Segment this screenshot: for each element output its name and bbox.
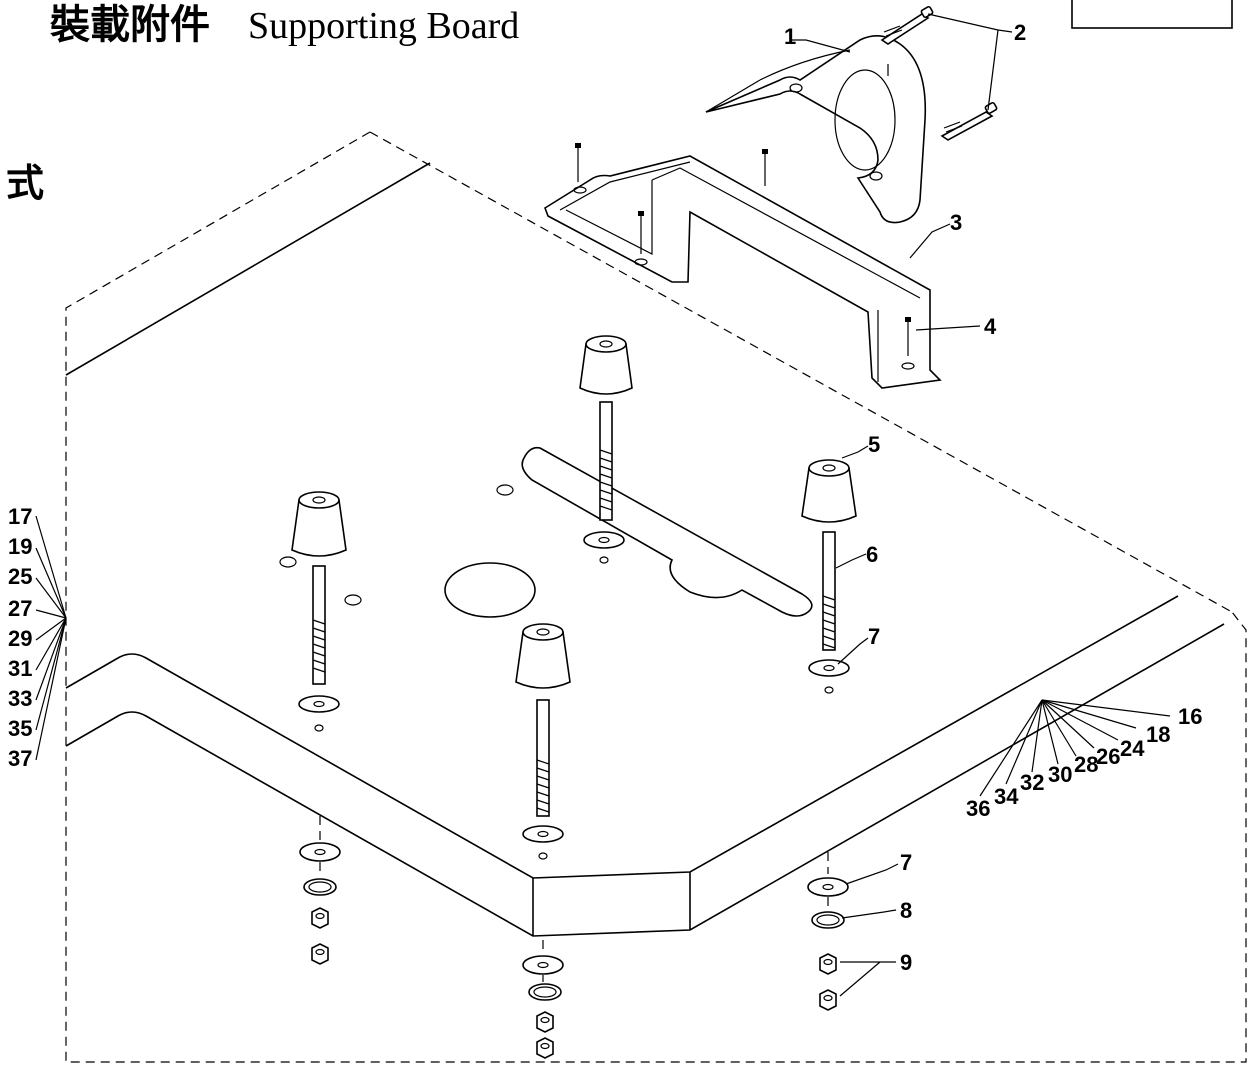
callout-6: 6: [866, 542, 878, 567]
boundary-outline-top: [369, 131, 1233, 613]
boundary-outline: [65, 131, 1247, 1063]
callout-25: 25: [8, 564, 32, 589]
callout-31: 31: [8, 656, 32, 681]
callout-35: 35: [8, 716, 32, 741]
foot-assembly-front: [515, 623, 571, 860]
callout-17: 17: [8, 504, 32, 529]
side-character: 式: [6, 161, 44, 205]
callout-7-upper: 7: [868, 624, 880, 649]
title-english: Supporting Board: [248, 5, 519, 47]
hardware-stack-left: [299, 816, 341, 965]
part-1-cover: [705, 35, 927, 224]
callout-2: 2: [1014, 20, 1026, 45]
callout-labels: 1 2 3 4 5 6 7 7 8 9 16 18 24 26 28 30 32…: [8, 20, 1202, 975]
foot-assembly-left: [291, 491, 347, 732]
hardware-stack-front: [522, 940, 564, 1059]
callout-1: 1: [784, 24, 796, 49]
callout-29: 29: [8, 626, 32, 651]
callout-36: 36: [966, 796, 990, 821]
callout-7-lower: 7: [900, 850, 912, 875]
callout-27: 27: [8, 596, 32, 621]
callout-4: 4: [984, 314, 997, 339]
callout-34: 34: [994, 784, 1019, 809]
leader-lines: [35, 13, 1171, 997]
table-board: [65, 162, 1225, 937]
callout-33: 33: [8, 686, 32, 711]
foot-assembly-right: [801, 459, 857, 694]
part-4-small-screws: [575, 143, 911, 356]
callout-24: 24: [1120, 736, 1145, 761]
callout-16: 16: [1178, 704, 1202, 729]
callout-32: 32: [1020, 770, 1044, 795]
callout-9: 9: [900, 950, 912, 975]
board-cutouts: [279, 446, 813, 618]
title-block-frame: [1071, 0, 1233, 29]
foot-assembly-center: [579, 335, 633, 564]
hardware-stack-right: [807, 852, 849, 1011]
callout-37: 37: [8, 746, 32, 771]
part-2-screws: [880, 5, 998, 141]
callout-3: 3: [950, 210, 962, 235]
callout-30: 30: [1048, 762, 1072, 787]
callout-19: 19: [8, 534, 32, 559]
callout-26: 26: [1096, 744, 1120, 769]
callout-18: 18: [1146, 722, 1170, 747]
callout-28: 28: [1074, 752, 1098, 777]
callout-8: 8: [900, 898, 912, 923]
callout-5: 5: [868, 432, 880, 457]
title-chinese: 裝載附件: [50, 2, 210, 48]
